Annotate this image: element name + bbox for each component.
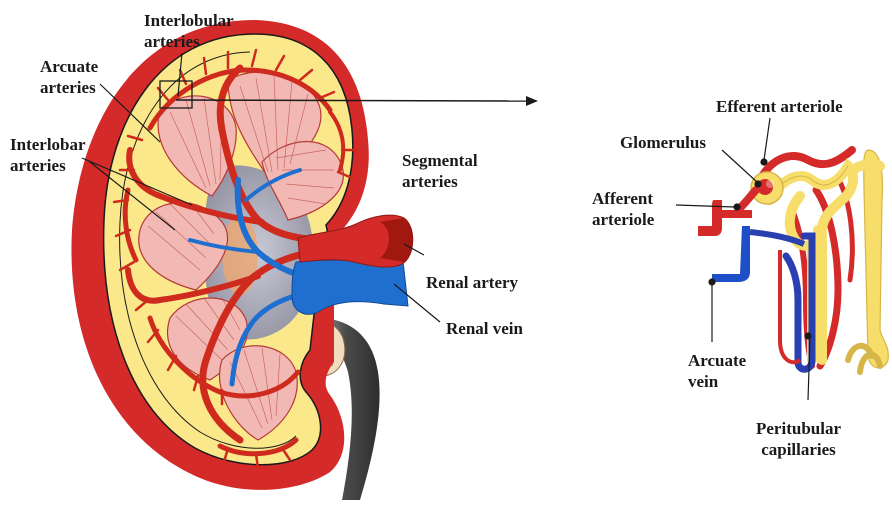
label-line: vein [688,371,746,392]
label-line: Peritubular [756,418,841,439]
label-renal-vein: Renal vein [446,318,523,339]
label-interlobar-arteries: Interlobar arteries [10,134,86,176]
label-interlobular-arteries: Interlobular arteries [144,10,234,52]
label-afferent-arteriole: Afferent arteriole [592,188,654,230]
label-line: Afferent [592,188,654,209]
label-line: Arcuate [40,56,98,77]
magnification-arrow [176,100,530,101]
arrowhead [526,96,538,106]
label-line: Interlobar [10,134,86,155]
kidney [71,20,538,500]
label-arcuate-arteries: Arcuate arteries [40,56,98,98]
label-line: arteries [144,31,234,52]
label-arcuate-vein: Arcuate vein [688,350,746,392]
label-line: arteries [10,155,86,176]
label-line: Interlobular [144,10,234,31]
label-peritubular-capillaries: Peritubular capillaries [756,418,841,460]
label-line: capillaries [756,439,841,460]
label-line: arteries [40,77,98,98]
label-line: Segmental [402,150,478,171]
label-efferent-arteriole: Efferent arteriole [716,96,843,117]
collecting-duct [864,150,889,368]
label-segmental-arteries: Segmental arteries [402,150,478,192]
label-line: arteriole [592,209,654,230]
label-glomerulus: Glomerulus [620,132,706,153]
nephron [698,150,888,372]
label-renal-artery: Renal artery [426,272,518,293]
label-line: arteries [402,171,478,192]
label-line: Arcuate [688,350,746,371]
